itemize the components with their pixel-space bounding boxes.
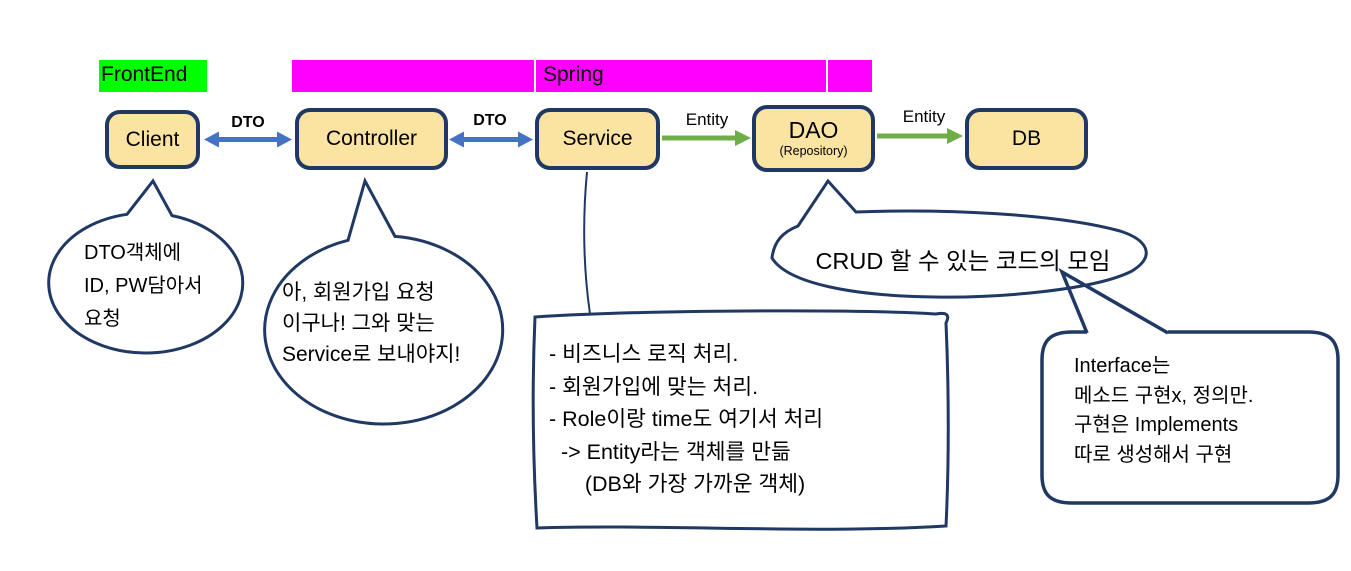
node-client-label: Client bbox=[125, 127, 180, 151]
service-note-box bbox=[531, 309, 950, 531]
service-note-connector bbox=[583, 171, 591, 315]
frontend-layer-label: FrontEnd bbox=[101, 63, 188, 86]
node-dao-label: DAO bbox=[788, 117, 839, 144]
client-note-text: DTO객체에 ID, PW담아서 요청 bbox=[84, 242, 203, 330]
spring-bar-divider-2 bbox=[826, 60, 828, 92]
controller-note-text: 아, 회원가입 요청 이구나! 그와 맞는 Service로 보내야지! bbox=[282, 281, 461, 366]
arrow-service-dao bbox=[662, 130, 751, 146]
node-controller: Controller bbox=[295, 108, 448, 170]
node-db-label: DB bbox=[1011, 127, 1042, 151]
client-speech-bubble bbox=[47, 178, 245, 355]
node-db: DB bbox=[965, 108, 1088, 170]
frontend-layer-bar: FrontEnd bbox=[99, 60, 207, 92]
spring-bar-divider-1 bbox=[534, 60, 536, 92]
arrow-client-controller bbox=[204, 131, 292, 148]
arrow-controller-service bbox=[449, 131, 533, 148]
interface-note-text: Interface는 메소드 구현x, 정의만. 구현은 Implements … bbox=[1074, 355, 1254, 466]
node-client: Client bbox=[105, 110, 200, 169]
node-service-label: Service bbox=[562, 127, 633, 151]
arrow-dao-db bbox=[877, 128, 963, 144]
spring-layer-label: Spring bbox=[543, 63, 604, 86]
controller-speech-bubble bbox=[263, 177, 505, 426]
service-note-text: - 비즈니스 로직 처리. - 회원가입에 맞는 처리. - Role이랑 ti… bbox=[549, 342, 824, 496]
node-service: Service bbox=[535, 108, 660, 170]
node-dao-sublabel: (Repository) bbox=[779, 143, 848, 158]
dao-speech-bubble bbox=[770, 178, 1148, 299]
edge-label-dto-2: DTO bbox=[473, 112, 507, 129]
interface-bubble-tail bbox=[1058, 267, 1169, 335]
edge-label-entity-1: Entity bbox=[685, 110, 729, 129]
edge-label-entity-2: Entity bbox=[902, 107, 946, 126]
interface-speech-bubble bbox=[1040, 330, 1340, 505]
spring-layer-bar: Spring bbox=[292, 60, 872, 92]
node-dao: DAO (Repository) bbox=[752, 105, 875, 172]
node-controller-label: Controller bbox=[325, 127, 418, 151]
dao-note-text: CRUD 할 수 있는 코드의 모임 bbox=[815, 248, 1111, 274]
edge-label-dto-1: DTO bbox=[231, 114, 265, 131]
